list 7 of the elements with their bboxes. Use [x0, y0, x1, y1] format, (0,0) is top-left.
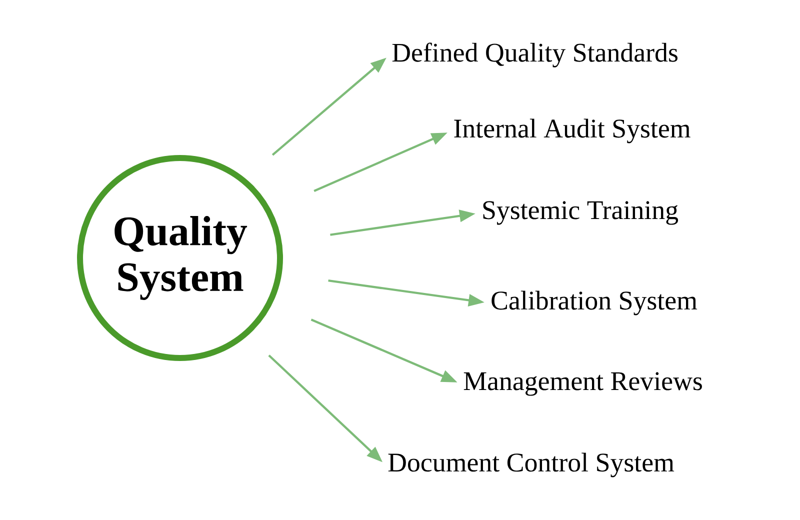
item-label: Document Control System — [388, 452, 674, 478]
item-label: Systemic Training — [483, 201, 678, 225]
item-label: Internal Audit System — [454, 118, 690, 144]
item-label: Defined Quality Standards — [392, 42, 678, 68]
item-label: Management Reviews — [464, 372, 702, 396]
circle-node: Quality System — [77, 155, 283, 361]
item-label: Calibration System — [492, 290, 698, 316]
